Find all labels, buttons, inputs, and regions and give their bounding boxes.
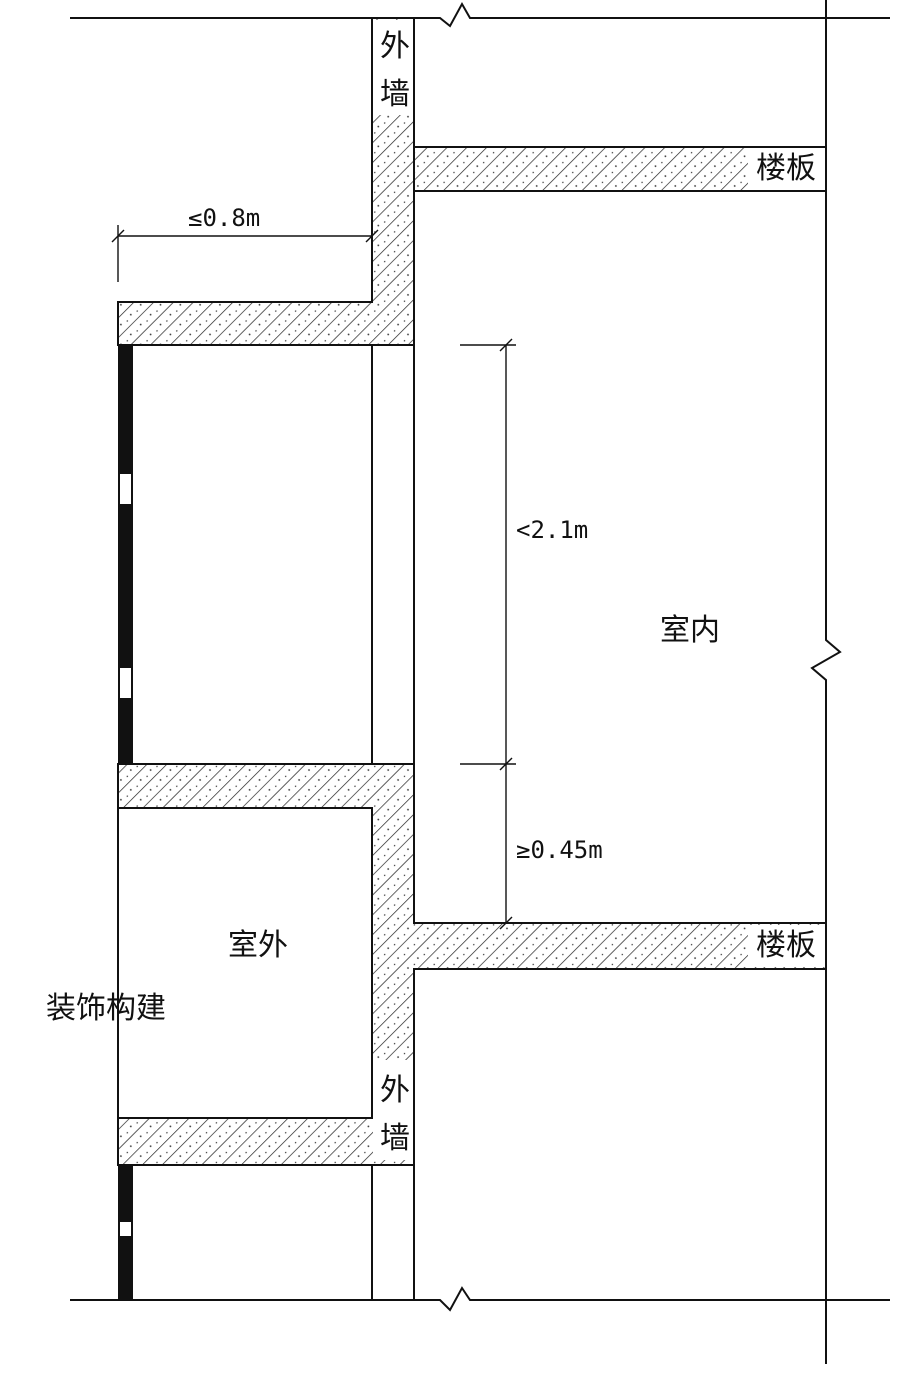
height-tick-bottom <box>499 916 513 930</box>
height-tick-top <box>499 338 513 352</box>
projection-tick-left <box>111 229 125 243</box>
exterior-wall-upper <box>117 17 415 346</box>
decorative-component-label: 装饰构建 <box>46 991 166 1026</box>
exterior-wall-label-top-2: 墙 <box>380 77 410 112</box>
outdoor-label: 室外 <box>228 928 288 963</box>
bottom-break-line <box>70 1286 890 1312</box>
exterior-wall-label-bottom-2: 墙 <box>380 1121 410 1156</box>
floor-slab-label-bottom: 楼板 <box>756 928 816 963</box>
floor-slab-upper <box>413 146 827 192</box>
top-break-line <box>70 1 890 28</box>
projection-tick-right <box>365 229 379 243</box>
projection-dimension-label: ≤0.8m <box>188 204 260 232</box>
decorative-bar-upper <box>118 345 133 764</box>
sill-height-label: ≥0.45m <box>516 836 603 864</box>
balcony-slab-middle <box>117 763 827 1166</box>
floor-slab-label-top: 楼板 <box>756 151 816 186</box>
exterior-wall-label-top-1: 外 <box>380 29 410 64</box>
right-break-line <box>810 0 842 1364</box>
indoor-label: 室内 <box>660 613 720 648</box>
clear-height-label: <2.1m <box>516 516 588 544</box>
exterior-wall-label-bottom-1: 外 <box>380 1073 410 1108</box>
height-tick-mid <box>499 757 513 771</box>
